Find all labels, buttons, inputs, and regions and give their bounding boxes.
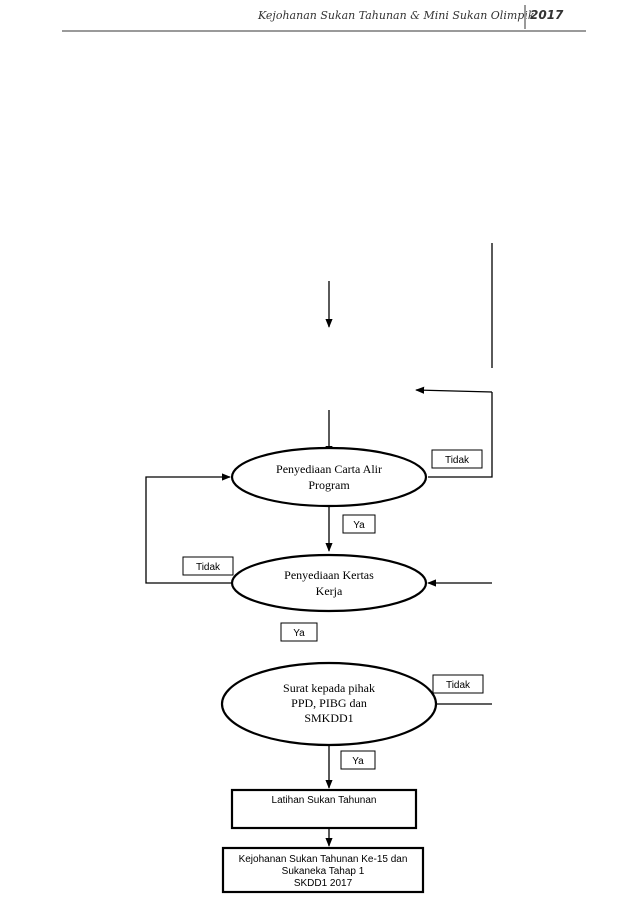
label-tidak-2-text: Tidak [196,562,221,573]
label-tidak-1-text: Tidak [445,455,470,466]
label-tidak-3: Tidak [432,674,484,694]
node-kertas-kerja: Penyediaan Kertas Kerja [230,553,428,613]
loop-kertas-to-carta [145,473,232,584]
label-ya-2-text: Ya [293,628,305,639]
node-kejohanan-line3: SKDD1 2017 [294,878,353,889]
label-ya-3-text: Ya [352,756,364,767]
node-carta-alir: Penyediaan Carta Alir Program [230,446,428,508]
header-separator [524,5,526,29]
node-carta-alir-line2: Program [308,478,350,492]
node-kejohanan: Kejohanan Sukan Tahunan Ke-15 dan Sukane… [221,846,425,894]
node-kertas-kerja-line2: Kerja [316,584,343,598]
label-tidak-3-text: Tidak [446,680,471,691]
page-header: Kejohanan Sukan Tahunan & Mini Sukan Oli… [0,0,638,40]
node-latihan-line1: Latihan Sukan Tahunan [272,795,377,806]
header-year: 2017 [530,8,564,22]
arrow-return-left [415,386,493,394]
label-tidak-2: Tidak [182,556,234,576]
label-ya-3: Ya [340,750,376,770]
node-latihan: Latihan Sukan Tahunan [230,788,418,830]
node-kejohanan-line1: Kejohanan Sukan Tahunan Ke-15 dan [239,854,408,865]
label-ya-1-text: Ya [353,520,365,531]
node-surat: Surat kepada pihak PPD, PIBG dan SMKDD1 [220,661,438,747]
header-rule [62,30,586,32]
node-kejohanan-line2: Sukaneka Tahap 1 [282,866,365,877]
node-surat-line2: PPD, PIBG dan [291,696,367,710]
node-surat-line1: Surat kepada pihak [283,681,375,695]
header-title: Kejohanan Sukan Tahunan & Mini Sukan Oli… [258,9,535,22]
node-carta-alir-line1: Penyediaan Carta Alir [276,462,382,476]
label-ya-2: Ya [280,622,318,642]
node-surat-line3: SMKDD1 [304,711,353,725]
label-ya-1: Ya [342,514,376,534]
label-tidak-1: Tidak [431,449,483,469]
node-kertas-kerja-line1: Penyediaan Kertas [284,568,374,582]
tidak-connector-1 [428,392,493,478]
